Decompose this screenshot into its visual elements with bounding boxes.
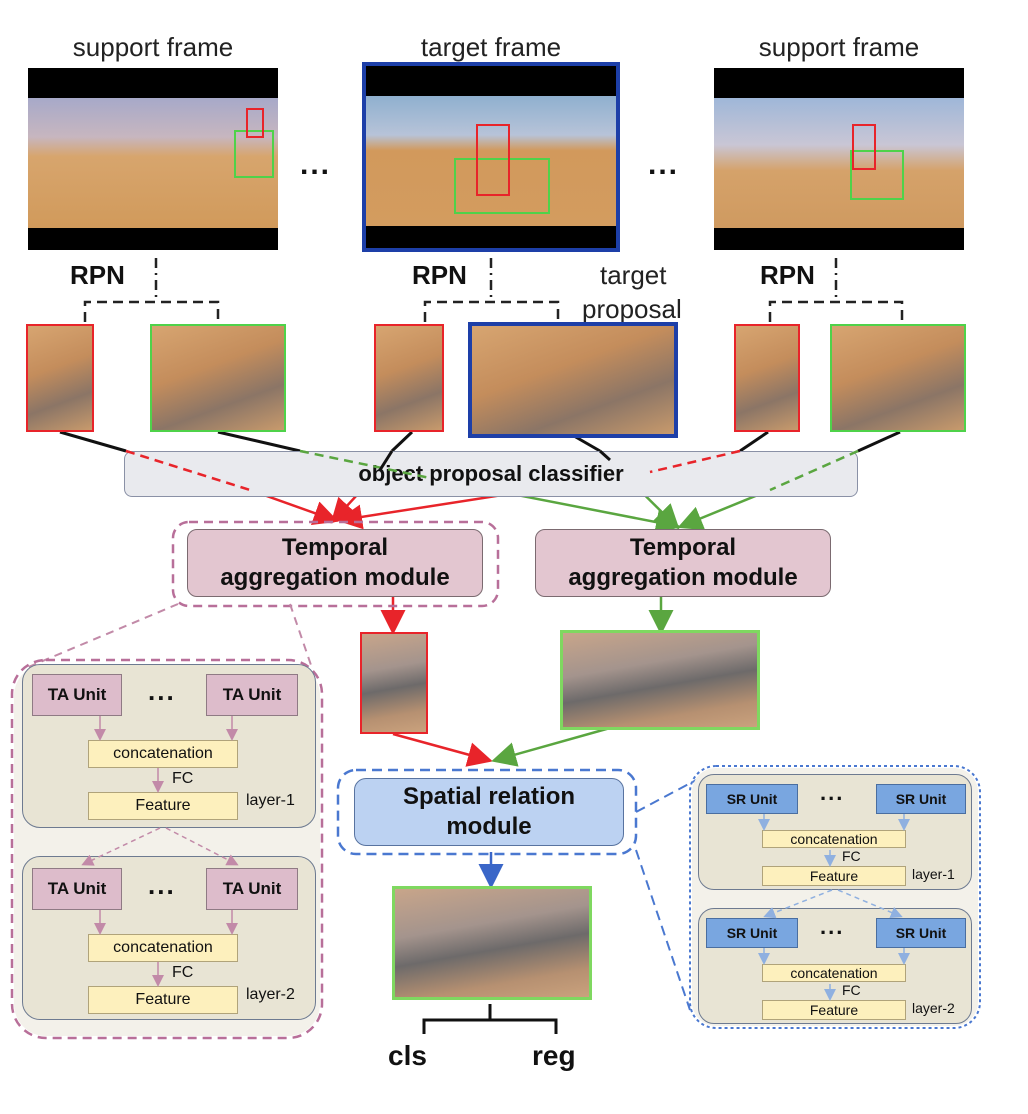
aggregated-feature-red — [360, 632, 428, 734]
ta-fc-label: FC — [172, 964, 194, 981]
module-title-line2: module — [446, 813, 532, 840]
target-frame-label: target frame — [420, 32, 562, 62]
support-frame-left-label: support frame — [72, 32, 234, 62]
ta-feature: Feature — [88, 986, 238, 1014]
proposal-box-red — [852, 124, 876, 170]
rpn-label: RPN — [70, 260, 125, 290]
sr-concatenation: concatenation — [762, 964, 906, 982]
proposal-crop-red — [374, 324, 444, 432]
sr-concatenation: concatenation — [762, 830, 906, 848]
temporal-aggregation-module-left: Temporal aggregation module — [187, 529, 483, 597]
proposal-box-green — [454, 158, 550, 214]
proposal-crop-red — [26, 324, 94, 432]
spatial-relation-module: Spatial relation module — [354, 778, 624, 846]
ellipsis: ... — [648, 148, 680, 181]
ta-feature: Feature — [88, 792, 238, 820]
target-proposal-crop — [468, 322, 678, 438]
ellipsis: ... — [148, 870, 176, 900]
module-title-line1: Spatial relation — [402, 783, 576, 810]
ellipsis: ... — [300, 148, 332, 181]
module-title-line1: Temporal — [281, 534, 389, 561]
sr-layer-1-label: layer-1 — [912, 866, 955, 882]
support-frame-right-image — [714, 68, 964, 250]
rpn-label: RPN — [760, 260, 815, 290]
target-proposal-label-line1: target — [600, 260, 667, 290]
sr-layer-2-label: layer-2 — [912, 1000, 955, 1016]
proposal-crop-green — [150, 324, 286, 432]
ta-concatenation: concatenation — [88, 934, 238, 962]
ellipsis: ... — [148, 676, 176, 706]
classifier-label: object proposal classifier — [358, 461, 624, 486]
support-frame-right-label: support frame — [758, 32, 920, 62]
aggregated-feature-green — [560, 630, 760, 730]
temporal-aggregation-module-right: Temporal aggregation module — [535, 529, 831, 597]
reg-label: reg — [532, 1040, 576, 1071]
ta-unit: TA Unit — [206, 674, 298, 716]
ta-unit: TA Unit — [32, 868, 122, 910]
ta-fc-label: FC — [172, 770, 194, 787]
ta-unit: TA Unit — [32, 674, 122, 716]
module-title-line1: Temporal — [629, 534, 737, 561]
support-frame-left-image — [28, 68, 278, 250]
proposal-crop-red — [734, 324, 800, 432]
ellipsis: ... — [820, 780, 845, 805]
rpn-label: RPN — [412, 260, 467, 290]
proposal-box-green — [234, 130, 274, 178]
final-output-feature — [392, 886, 592, 1000]
target-frame-image — [362, 62, 620, 252]
proposal-box-green — [850, 150, 904, 200]
ta-concatenation: concatenation — [88, 740, 238, 768]
object-proposal-classifier: object proposal classifier — [124, 451, 858, 497]
sr-unit: SR Unit — [876, 784, 966, 814]
target-proposal-label-line2: proposal — [582, 294, 682, 324]
ta-layer-1-label: layer-1 — [246, 792, 295, 809]
module-title-line2: aggregation module — [568, 564, 798, 591]
sr-unit: SR Unit — [706, 918, 798, 948]
output-brace — [422, 1004, 558, 1034]
module-title-line2: aggregation module — [220, 564, 450, 591]
ta-unit: TA Unit — [206, 868, 298, 910]
proposal-box-red — [246, 108, 264, 138]
sr-unit: SR Unit — [876, 918, 966, 948]
sr-unit: SR Unit — [706, 784, 798, 814]
proposal-box-red — [476, 124, 510, 196]
cls-label: cls — [388, 1040, 427, 1071]
sr-fc-label: FC — [842, 848, 861, 864]
sr-fc-label: FC — [842, 982, 861, 998]
proposal-crop-green — [830, 324, 966, 432]
ta-layer-2-label: layer-2 — [246, 986, 295, 1003]
sr-feature: Feature — [762, 1000, 906, 1020]
ellipsis: ... — [820, 914, 845, 939]
sr-feature: Feature — [762, 866, 906, 886]
